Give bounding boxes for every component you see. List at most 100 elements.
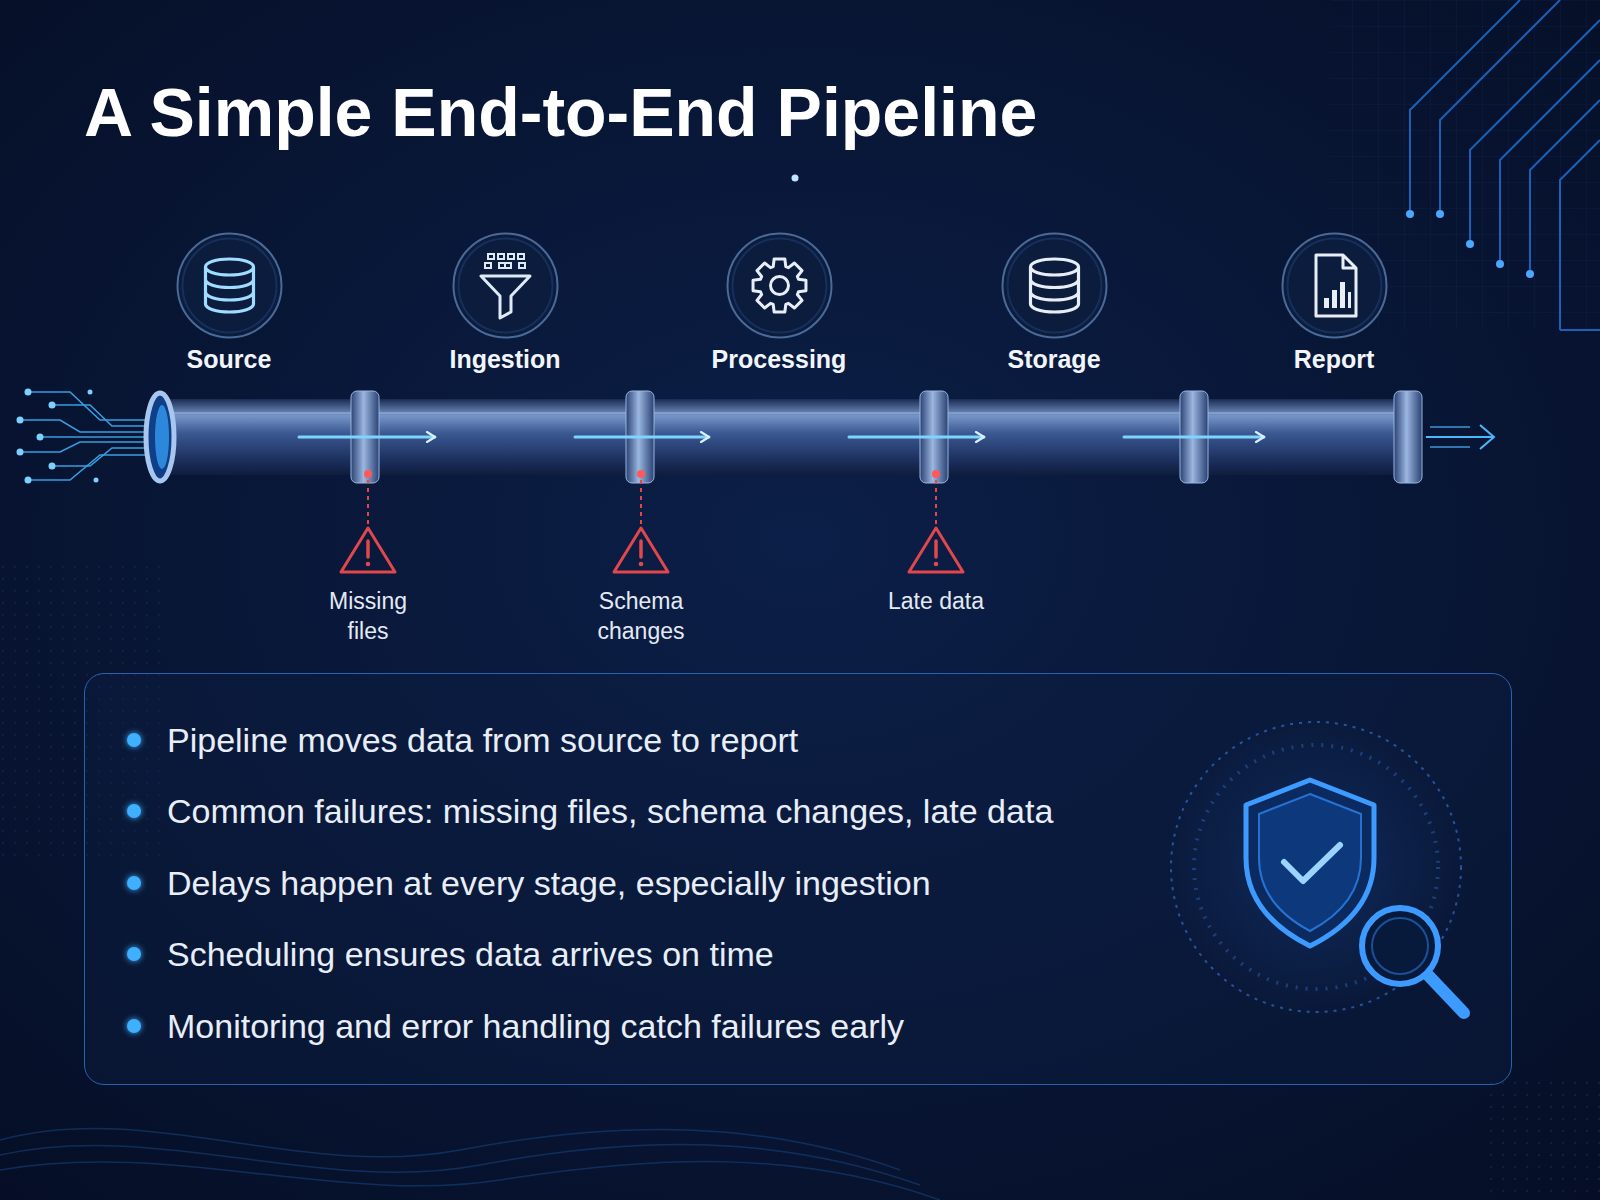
failure-label: Missing files <box>320 586 416 646</box>
warning-markers <box>341 470 963 572</box>
stage-node: Source <box>159 232 299 476</box>
stage-node: Ingestion <box>435 232 575 476</box>
decor-path <box>1560 140 1600 330</box>
stage-label: Source <box>129 344 329 374</box>
decor-circle <box>366 562 371 567</box>
circle-inner-ring <box>458 239 552 333</box>
decor-circle <box>1466 240 1474 248</box>
bullet-text: Monitoring and error handling catch fail… <box>167 1004 904 1048</box>
decor-line <box>935 480 937 524</box>
gear-hub <box>770 277 788 295</box>
decor-circle <box>639 562 644 567</box>
flow-arrow <box>299 437 435 438</box>
decor-circle <box>17 417 24 424</box>
data-bit <box>519 263 525 268</box>
arrow-line <box>1124 436 1264 439</box>
decor-circle <box>94 478 99 483</box>
check-mark <box>1284 845 1340 881</box>
pipe-body <box>150 399 1420 475</box>
database-icon <box>1030 259 1078 312</box>
decor-path <box>1440 0 1560 210</box>
decor-rect <box>1180 391 1208 483</box>
stage-circle <box>452 232 559 339</box>
decor-path <box>28 392 150 420</box>
input-streams <box>20 392 150 480</box>
decor-path <box>0 1162 940 1200</box>
failure-label: Schema changes <box>593 586 689 646</box>
arrow-line <box>575 436 709 439</box>
circuit-dots <box>1406 210 1534 278</box>
circle-inner-ring <box>182 239 276 333</box>
data-bit <box>505 263 511 268</box>
decor-circle <box>25 477 32 484</box>
arrow-glow <box>849 432 984 442</box>
decor-circle <box>17 449 24 456</box>
decor-line <box>640 480 642 524</box>
flow-arrow <box>849 437 984 438</box>
decor-path <box>20 442 150 452</box>
stage-icon <box>481 254 530 318</box>
circle-outline <box>727 234 831 338</box>
stage-node: Storage <box>984 232 1124 476</box>
decor-path <box>909 528 963 572</box>
lens-shine <box>1372 918 1428 974</box>
chart-bar <box>1324 298 1329 308</box>
decor-path <box>52 448 150 466</box>
decor-path <box>341 528 395 572</box>
dashed-ring <box>1171 722 1461 1012</box>
magnifier-handle <box>1427 974 1464 1013</box>
stage-circle <box>1281 232 1388 339</box>
pipe-highlight <box>160 412 1410 414</box>
stage-icon <box>1030 259 1078 312</box>
decor-path <box>20 420 150 432</box>
decor-circle <box>932 470 940 478</box>
decor-path <box>1480 425 1494 449</box>
stage-circle <box>726 232 833 339</box>
decor-circle <box>49 463 56 470</box>
database-icon <box>205 259 253 312</box>
arrow-glow <box>299 432 435 442</box>
bullet-dot <box>127 1019 141 1033</box>
flow-arrow <box>575 437 709 438</box>
exit-arrow <box>1426 425 1494 449</box>
decor-g <box>614 470 668 572</box>
shield-inner <box>1259 794 1361 931</box>
gear-icon <box>753 259 806 312</box>
shield-glow <box>1166 717 1466 1017</box>
decor-circle <box>1526 270 1534 278</box>
decor-path <box>1560 329 1600 331</box>
bullet-text: Common failures: missing files, schema c… <box>167 789 1053 833</box>
circle-inner-ring <box>1007 239 1101 333</box>
arrow-glow <box>575 432 709 442</box>
stage-node: Processing <box>709 232 849 476</box>
pipe-inlet <box>146 393 174 481</box>
decor-circle <box>88 390 93 395</box>
decor-g <box>341 470 395 572</box>
decor-circle <box>934 562 939 567</box>
magnifier-lens <box>1362 908 1438 984</box>
decor-line <box>1426 436 1494 438</box>
decor-rect <box>1394 391 1422 483</box>
circle-outline <box>453 234 557 338</box>
stage-circle <box>176 232 283 339</box>
inner-ring <box>1194 745 1438 989</box>
decor-path <box>28 455 150 480</box>
decor-circle <box>1406 210 1414 218</box>
circle-inner-ring <box>732 239 826 333</box>
stage-label: Ingestion <box>405 344 605 374</box>
bullet-text: Pipeline moves data from source to repor… <box>167 718 798 762</box>
decor-line <box>1430 446 1470 448</box>
chart-bar <box>1332 290 1337 308</box>
decor-g <box>909 470 963 572</box>
decor-circle <box>1436 210 1444 218</box>
decor-circle <box>25 389 32 396</box>
stage-node: Report <box>1264 232 1404 476</box>
stage-icon <box>205 259 253 312</box>
pipe-flanges <box>351 391 1422 483</box>
data-bit <box>518 254 524 259</box>
data-bit <box>498 254 504 259</box>
decor-line <box>1430 426 1470 428</box>
